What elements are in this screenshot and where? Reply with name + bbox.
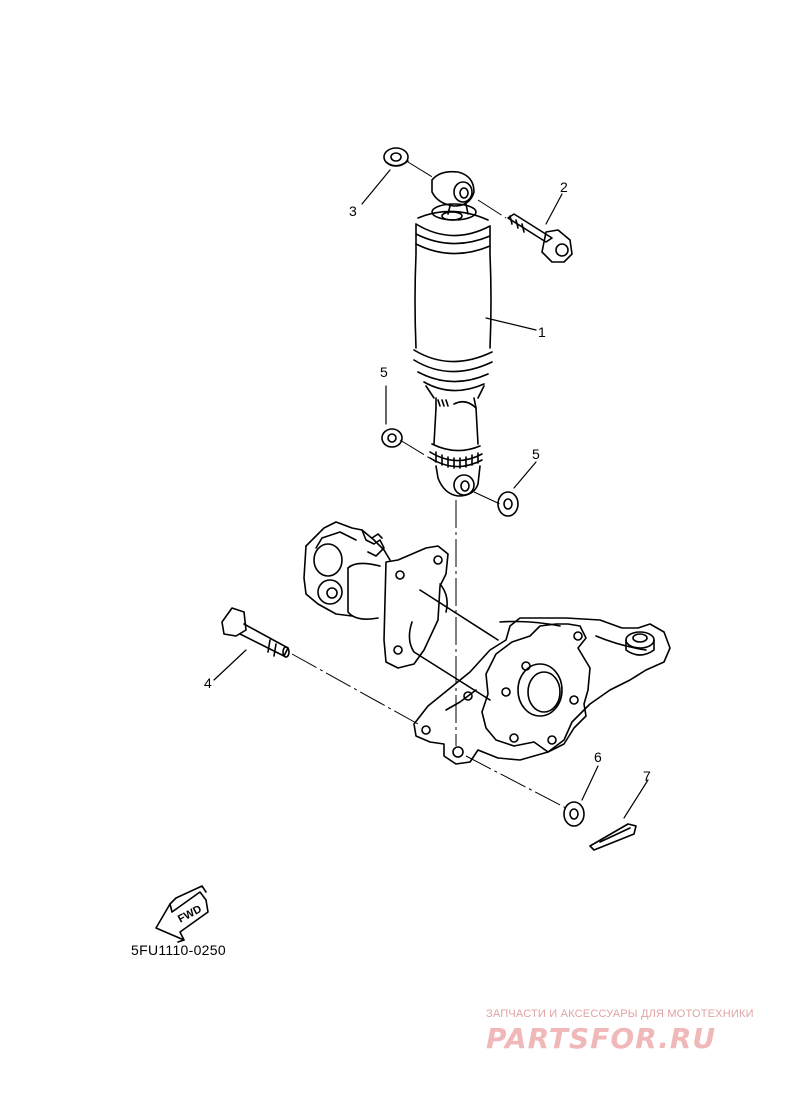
assembly-line-washer-3: [407, 161, 435, 179]
leader-line-5-lower: [513, 461, 537, 489]
part-7-cotter-pin: [589, 823, 637, 851]
assembly-line-upper-bolt: [473, 491, 501, 505]
assembly-line-bolt-2: [477, 199, 507, 219]
watermark-tagline: ЗАПЧАСТИ И АКСЕССУАРЫ ДЛЯ МОТОТЕХНИКИ: [486, 1008, 754, 1020]
leader-line-2: [545, 193, 563, 225]
part-3-washer: [383, 147, 409, 167]
part-6-washer: [563, 801, 585, 827]
assembly-line-bolt-4: [291, 653, 419, 725]
leader-line-6: [581, 765, 599, 801]
callout-5-upper: 5: [380, 364, 388, 380]
part-4-bolt: [221, 607, 290, 658]
assembly-line-lower: [465, 755, 567, 809]
diagram-code: 5FU1110-0250: [131, 942, 226, 958]
leader-line-7: [623, 779, 649, 819]
callout-2: 2: [560, 179, 568, 195]
callout-3: 3: [349, 203, 357, 219]
callout-7: 7: [643, 768, 651, 784]
assembly-line-upper-washer: [399, 439, 437, 463]
watermark-logo: PARTSFOR.RU: [486, 1022, 717, 1055]
watermark: ЗАПЧАСТИ И АКСЕССУАРЫ ДЛЯ МОТОТЕХНИКИ PA…: [486, 1008, 786, 1055]
leader-line-3: [361, 169, 391, 205]
leader-line-4: [213, 649, 247, 681]
callout-5-lower: 5: [532, 446, 540, 462]
callout-1: 1: [538, 324, 546, 340]
callout-4: 4: [204, 675, 212, 691]
part-2-bolt: [507, 213, 573, 263]
part-5-washer-lower: [497, 491, 519, 517]
part-5-washer-upper: [381, 428, 403, 448]
fwd-arrow-icon: [155, 885, 209, 943]
leader-line-1: [485, 317, 537, 331]
callout-6: 6: [594, 749, 602, 765]
axle-housing-assembly: [303, 521, 671, 765]
part-1-shock-absorber: [413, 170, 493, 497]
